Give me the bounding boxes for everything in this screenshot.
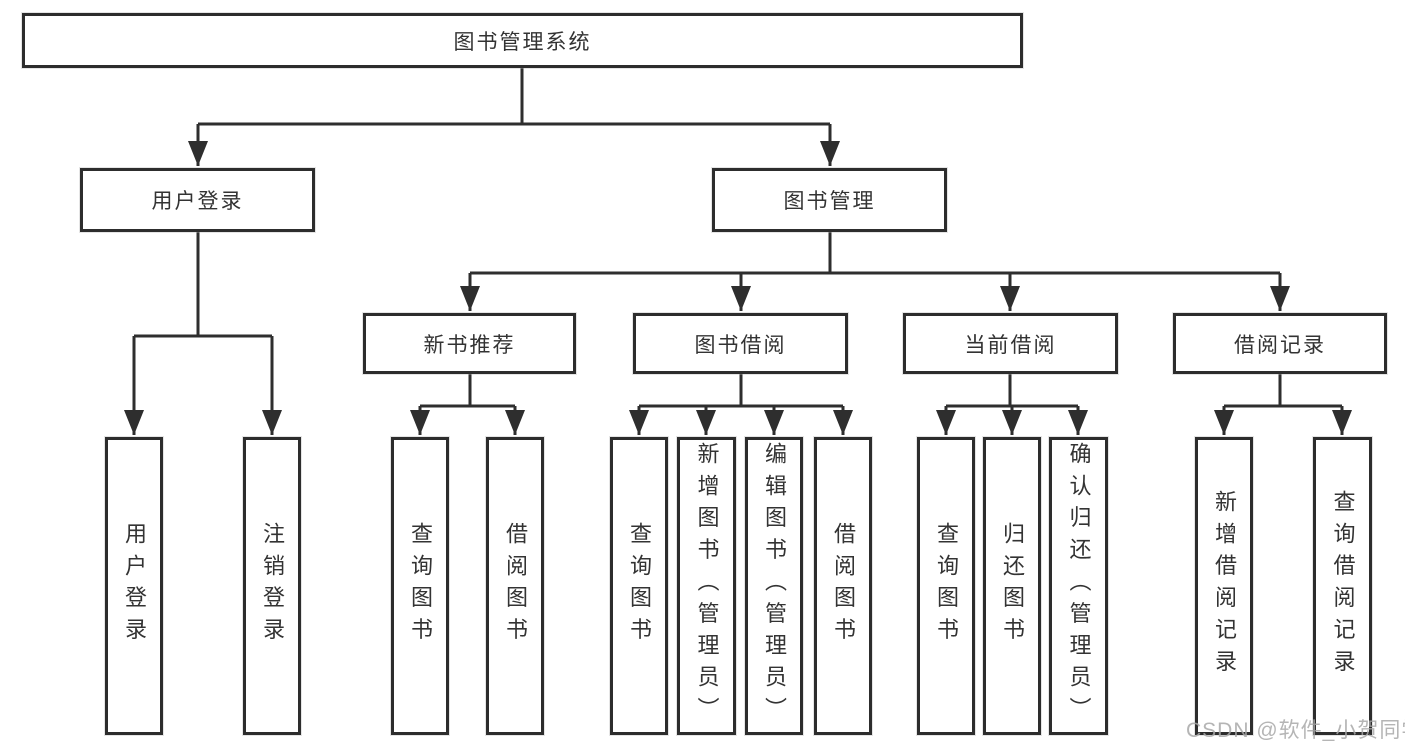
node-label: 图书借阅 <box>694 333 787 357</box>
node-borrow-records: 借阅记录 <box>1173 313 1387 374</box>
node-user-login: 用户登录 <box>80 168 315 232</box>
rail-borrow-records-leaves <box>1224 372 1342 408</box>
rail-book-management-children <box>470 230 1280 275</box>
rail-book-borrow-leaves <box>639 372 843 408</box>
leaf-return-books: 归还图书 <box>983 437 1041 735</box>
leaf-user-login: 用户登录 <box>105 437 163 735</box>
leaf-label: 查询图书 <box>934 522 959 650</box>
leaf-confirm-return-admin: 确认归还（管理员） <box>1049 437 1108 735</box>
leaf-logout: 注销登录 <box>243 437 301 735</box>
node-label: 借阅记录 <box>1234 333 1326 357</box>
leaf-borrow-books-1: 借阅图书 <box>486 437 544 735</box>
leaf-label: 借阅图书 <box>831 522 856 650</box>
leaf-query-books-3: 查询图书 <box>917 437 975 735</box>
leaf-label: 查询借阅记录 <box>1330 490 1356 682</box>
node-library-management-system: 图书管理系统 <box>22 13 1023 68</box>
node-current-borrow: 当前借阅 <box>903 313 1118 374</box>
node-new-book-recommend: 新书推荐 <box>363 313 576 374</box>
leaf-label: 注销登录 <box>260 522 285 650</box>
leaf-borrow-books-2: 借阅图书 <box>814 437 872 735</box>
node-label: 图书管理系统 <box>453 30 592 54</box>
leaf-edit-books-admin: 编辑图书（管理员） <box>745 437 803 735</box>
rail-new-book-leaves <box>420 372 515 408</box>
leaf-label: 查询图书 <box>408 522 433 650</box>
node-label: 图书管理 <box>783 190 876 213</box>
leaf-label: 用户登录 <box>122 522 147 650</box>
node-book-borrow: 图书借阅 <box>633 313 848 374</box>
node-book-management: 图书管理 <box>712 168 947 232</box>
node-label: 用户登录 <box>151 190 244 213</box>
leaf-label: 编辑图书（管理员） <box>762 442 787 730</box>
leaf-query-borrow-record: 查询借阅记录 <box>1313 437 1372 735</box>
rail-current-borrow-leaves <box>946 372 1078 408</box>
node-label: 当前借阅 <box>964 333 1057 357</box>
leaf-label: 新增图书（管理员） <box>694 442 720 730</box>
leaf-label: 归还图书 <box>1000 522 1025 650</box>
leaf-label: 借阅图书 <box>503 522 528 650</box>
leaf-query-books-2: 查询图书 <box>610 437 668 735</box>
node-label: 新书推荐 <box>423 333 516 357</box>
rail-root-to-level2 <box>198 68 830 126</box>
leaf-query-books-1: 查询图书 <box>391 437 449 735</box>
leaf-label: 确认归还（管理员） <box>1066 442 1092 730</box>
leaf-label: 查询图书 <box>627 522 652 650</box>
leaf-label: 新增借阅记录 <box>1212 490 1237 682</box>
leaf-add-books-admin: 新增图书（管理员） <box>677 437 736 735</box>
leaf-add-borrow-record: 新增借阅记录 <box>1195 437 1253 735</box>
rail-user-login-leaves <box>134 230 272 338</box>
